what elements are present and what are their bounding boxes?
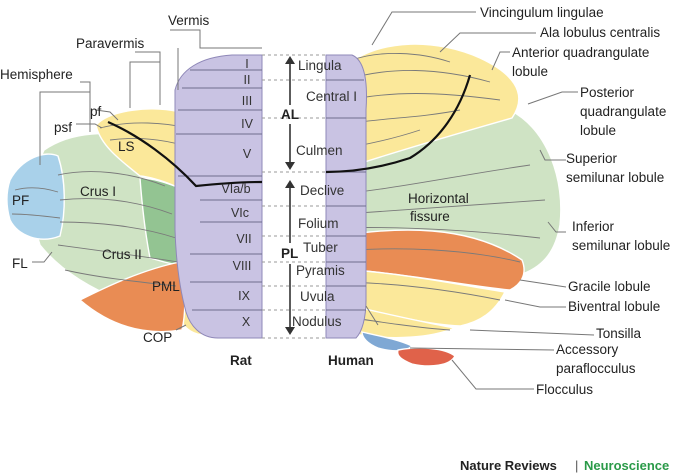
footer-subject: Neuroscience <box>584 458 669 473</box>
rat-vermis <box>174 54 263 339</box>
human-leader-lines <box>365 11 595 390</box>
human-cerebellum <box>324 43 562 367</box>
label-al: AL <box>281 107 299 122</box>
rat-primary-fissure <box>107 120 263 188</box>
caption-rat: Rat <box>230 353 252 368</box>
label-posterior-quadrangulate-lobule-3: lobule <box>580 123 616 138</box>
label-flocculus: Flocculus <box>536 382 593 397</box>
footer-journal: Nature Reviews <box>460 458 557 473</box>
label-fl: FL <box>12 256 28 271</box>
footer-separator: | <box>575 458 578 473</box>
human-lobule-declive: Declive <box>300 183 344 198</box>
label-inferior-semilunar-lobule-2: semilunar lobule <box>572 238 670 253</box>
label-tonsilla: Tonsilla <box>596 326 642 341</box>
label-pf: pf <box>90 104 102 119</box>
label-hemisphere: Hemisphere <box>0 67 73 82</box>
human-lobule-culmen: Culmen <box>296 143 343 158</box>
human-vermis <box>325 54 367 339</box>
rat-vermis-shape <box>174 54 263 339</box>
rat-lobule-III: III <box>242 94 252 108</box>
human-anterior-region <box>339 43 520 171</box>
human-lobule-nodulus: Nodulus <box>292 314 342 329</box>
human-lobule-pyramis: Pyramis <box>296 263 345 278</box>
label-crus-i: Crus I <box>80 184 116 199</box>
label-vermis: Vermis <box>168 13 210 28</box>
label-biventral-lobule: Biventral lobule <box>568 299 660 314</box>
human-lobule-lingula: Lingula <box>298 58 342 73</box>
rat-lobule-I: I <box>245 57 248 71</box>
label-superior-semilunar-lobule-1: Superior <box>566 151 618 166</box>
rat-cerebellum <box>6 108 206 336</box>
label-cop: COP <box>143 330 172 345</box>
human-primary-fissure <box>325 74 472 174</box>
label-ls: LS <box>118 139 135 154</box>
label-pml: PML <box>152 279 180 294</box>
rat-leader-lines <box>32 29 262 331</box>
rat-lobule-V: V <box>243 147 252 161</box>
correspondence-lines <box>262 54 326 339</box>
rat-lobule-VIab: VIa/b <box>221 182 250 196</box>
label-posterior-quadrangulate-lobule-1: Posterior <box>580 85 635 100</box>
label-superior-semilunar-lobule-2: semilunar lobule <box>566 170 664 185</box>
human-lobule-central: Central I <box>306 89 357 104</box>
label-vincingulum-lingulae: Vincingulum lingulae <box>480 5 604 20</box>
human-lobule-folium: Folium <box>298 216 339 231</box>
label-accessory-paraflocculus-2: paraflocculus <box>556 361 636 376</box>
rat-lobule-IV: IV <box>241 117 253 131</box>
human-lobule-tuber: Tuber <box>303 240 338 255</box>
label-anterior-quadrangulate-lobule-2: lobule <box>512 64 548 79</box>
label-anterior-quadrangulate-lobule-1: Anterior quadrangulate <box>512 45 649 60</box>
rat-lobule-X: X <box>242 315 251 329</box>
rat-lobule-VIc: VIc <box>231 206 249 220</box>
rat-lobule-VII: VII <box>236 232 251 246</box>
rat-lobule-II: II <box>244 73 251 87</box>
label-paravermis: Paravermis <box>76 36 145 51</box>
caption-human: Human <box>328 353 374 368</box>
label-posterior-quadrangulate-lobule-2: quadrangulate <box>580 104 666 119</box>
label-gracile-lobule: Gracile lobule <box>568 279 651 294</box>
label-psf: psf <box>54 120 72 135</box>
label-pl: PL <box>281 246 298 261</box>
label-pf-region: PF <box>12 193 29 208</box>
label-horizontal-fissure-line1: Horizontal <box>408 191 469 206</box>
lobe-arrows <box>285 56 295 335</box>
label-inferior-semilunar-lobule-1: Inferior <box>572 219 615 234</box>
human-flocculus <box>396 347 456 367</box>
rat-lobule-IX: IX <box>238 289 250 303</box>
human-vermis-shape <box>325 54 367 339</box>
rat-paraflocculus <box>6 153 65 240</box>
label-ala-lobulus-centralis: Ala lobulus centralis <box>540 25 660 40</box>
rat-lobule-VIII: VIII <box>233 259 252 273</box>
human-lobule-uvula: Uvula <box>300 289 335 304</box>
label-horizontal-fissure-line2: fissure <box>410 209 450 224</box>
label-accessory-paraflocculus-1: Accessory <box>556 342 619 357</box>
label-crus-ii: Crus II <box>102 247 142 262</box>
